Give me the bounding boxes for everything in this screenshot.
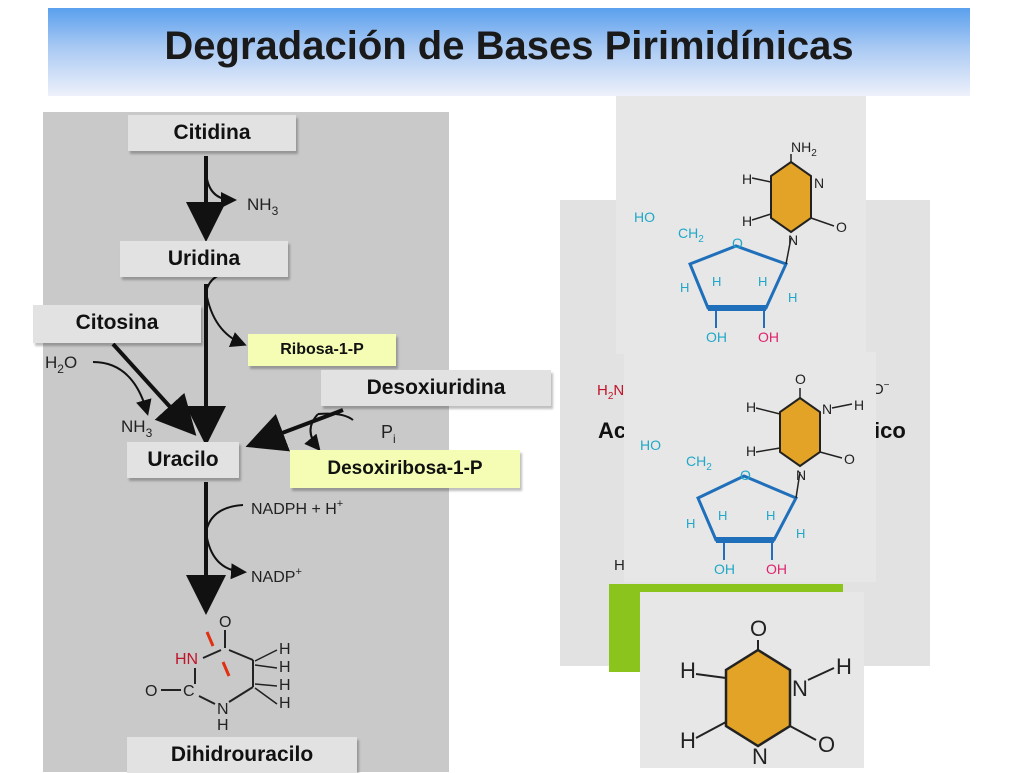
citidina-structure: NH2 N O N H H HO CH2 O H H H H OH OH [616,96,866,354]
svg-text:OH: OH [714,561,735,577]
svg-text:Pi: Pi [381,422,396,446]
citidina-label: Citidina [128,115,296,151]
svg-text:NADP+: NADP+ [251,566,302,586]
svg-text:OH: OH [706,329,727,345]
svg-text:CH2: CH2 [686,453,712,473]
background-o-minus: O− [872,380,890,398]
svg-text:H: H [217,717,229,734]
svg-text:O: O [844,451,855,467]
uracilo-label: Uracilo [127,442,239,478]
svg-text:H: H [279,695,291,712]
svg-text:O: O [740,467,751,483]
pathway-panel: NH3 H2O NH3 Pi NADPH + H+ NADP+ O HN O C… [43,112,449,773]
svg-text:HO: HO [640,437,661,453]
svg-text:H: H [796,526,805,541]
svg-text:N: N [796,467,806,483]
svg-text:H: H [279,677,291,694]
svg-text:H: H [686,516,695,531]
svg-text:H: H [746,443,756,459]
svg-text:NH2: NH2 [791,139,817,159]
pathway-arrows: NH3 H2O NH3 Pi NADPH + H+ NADP+ O HN O C… [45,156,396,734]
background-h2n: H2N [597,382,625,402]
svg-text:H: H [854,397,864,413]
svg-text:OH: OH [758,329,779,345]
svg-text:H: H [279,641,291,658]
svg-text:N: N [814,175,824,191]
dihidrouracilo-structure: O HN O C N H H H H H [145,614,291,734]
arrow-citosina-uracilo [111,342,197,436]
svg-text:C: C [183,683,195,700]
slide-title: Degradación de Bases Pirimidínicas [164,24,854,68]
svg-text:NH3: NH3 [247,195,279,218]
svg-text:HO: HO [634,209,655,225]
h2o-label: H [45,353,57,372]
svg-text:H: H [742,171,752,187]
svg-text:H: H [680,280,689,295]
svg-text:H: H [742,213,752,229]
svg-text:H: H [712,274,721,289]
svg-text:N: N [752,744,768,768]
svg-text:N: N [788,232,798,248]
title-bar [48,8,970,96]
svg-text:O: O [795,371,806,387]
svg-text:O: O [750,616,767,641]
svg-text:H: H [746,399,756,415]
background-panel-right-text: ico [874,418,906,443]
svg-text:H: H [788,290,797,305]
svg-text:O: O [219,614,231,631]
svg-text:O: O [732,235,743,251]
svg-text:H: H [718,508,727,523]
svg-text:H: H [766,508,775,523]
ribosa-1p-label: Ribosa-1-P [248,334,396,366]
nh3-mid-label: NH [121,417,146,436]
desoxiribosa-1p-label: Desoxiribosa-1-P [290,450,520,488]
svg-text:O: O [818,732,835,757]
background-h: H [614,557,625,574]
svg-text:N: N [792,676,808,701]
svg-text:O: O [145,683,157,700]
svg-text:N: N [822,401,832,417]
svg-text:NADPH + H+: NADPH + H+ [251,498,343,518]
nh3-label: NH [247,195,272,214]
svg-text:HN: HN [175,651,198,668]
desoxiuridina-structure: O N H O N H H HO CH2 O H H H H OH OH [624,352,876,582]
nadph-label: NADPH + H [251,501,337,518]
arrow-desoxiuridina-uracilo [245,408,344,452]
svg-text:CH2: CH2 [678,225,704,245]
desoxiuridina-label: Desoxiuridina [321,370,551,406]
svg-text:H: H [836,654,852,679]
citosina-label: Citosina [33,305,201,343]
svg-text:H: H [680,658,696,683]
svg-text:H: H [758,274,767,289]
svg-text:O: O [836,219,847,235]
pi-label: P [381,422,393,442]
svg-text:NH3: NH3 [121,417,153,440]
svg-text:OH: OH [766,561,787,577]
nadp-label: NADP [251,569,295,586]
uracilo-structure: O N H O N H H [640,592,864,768]
background-panel-left-text: Ac [598,418,627,443]
svg-text:N: N [217,701,229,718]
svg-text:H: H [279,659,291,676]
svg-text:H: H [680,728,696,753]
svg-text:H2O: H2O [45,353,77,376]
uridina-label: Uridina [120,241,288,277]
dihidrouracilo-label: Dihidrouracilo [127,737,357,773]
